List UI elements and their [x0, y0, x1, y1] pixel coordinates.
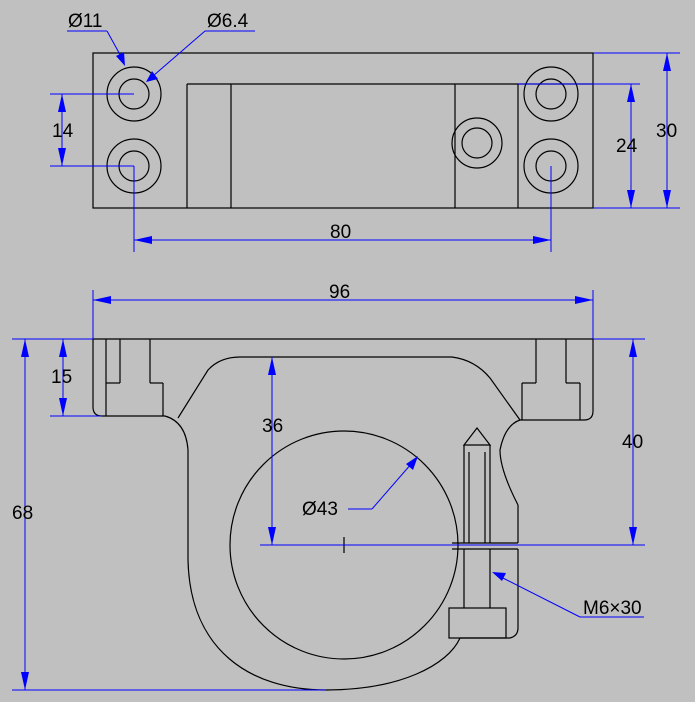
inner-height-label: 24	[616, 136, 638, 157]
bore-diameter-label: Ø43	[302, 499, 338, 520]
overall-height-front-label: 68	[12, 503, 33, 524]
hole-diameter-label: Ø6.4	[207, 11, 249, 32]
clamp-screw-head-top-view	[451, 117, 503, 169]
flange-thickness-label: 15	[51, 367, 72, 388]
top-view-holes	[106, 66, 579, 194]
front-view-dimensions	[12, 290, 645, 691]
hole-vertical-spacing-label: 14	[52, 121, 74, 142]
front-view-outline	[92, 338, 594, 691]
overall-height-top-label: 30	[656, 121, 677, 142]
top-view-outline	[92, 52, 594, 209]
hole-horizontal-spacing-label: 80	[330, 222, 351, 243]
clamp-screw-label: M6×30	[583, 598, 642, 619]
clamp-slot-height-label: 40	[622, 432, 643, 453]
counterbore-diameter-label: Ø11	[68, 11, 103, 32]
top-view: Ø11 Ø6.4 14 80 24 30	[50, 11, 680, 252]
front-view: 96 15 68 36 40 Ø43 M6×30	[12, 282, 645, 691]
overall-width-label: 96	[329, 282, 350, 303]
hole-top-right	[523, 66, 579, 122]
top-view-dimensions	[50, 30, 680, 252]
bore-center-depth-label: 36	[262, 416, 283, 437]
